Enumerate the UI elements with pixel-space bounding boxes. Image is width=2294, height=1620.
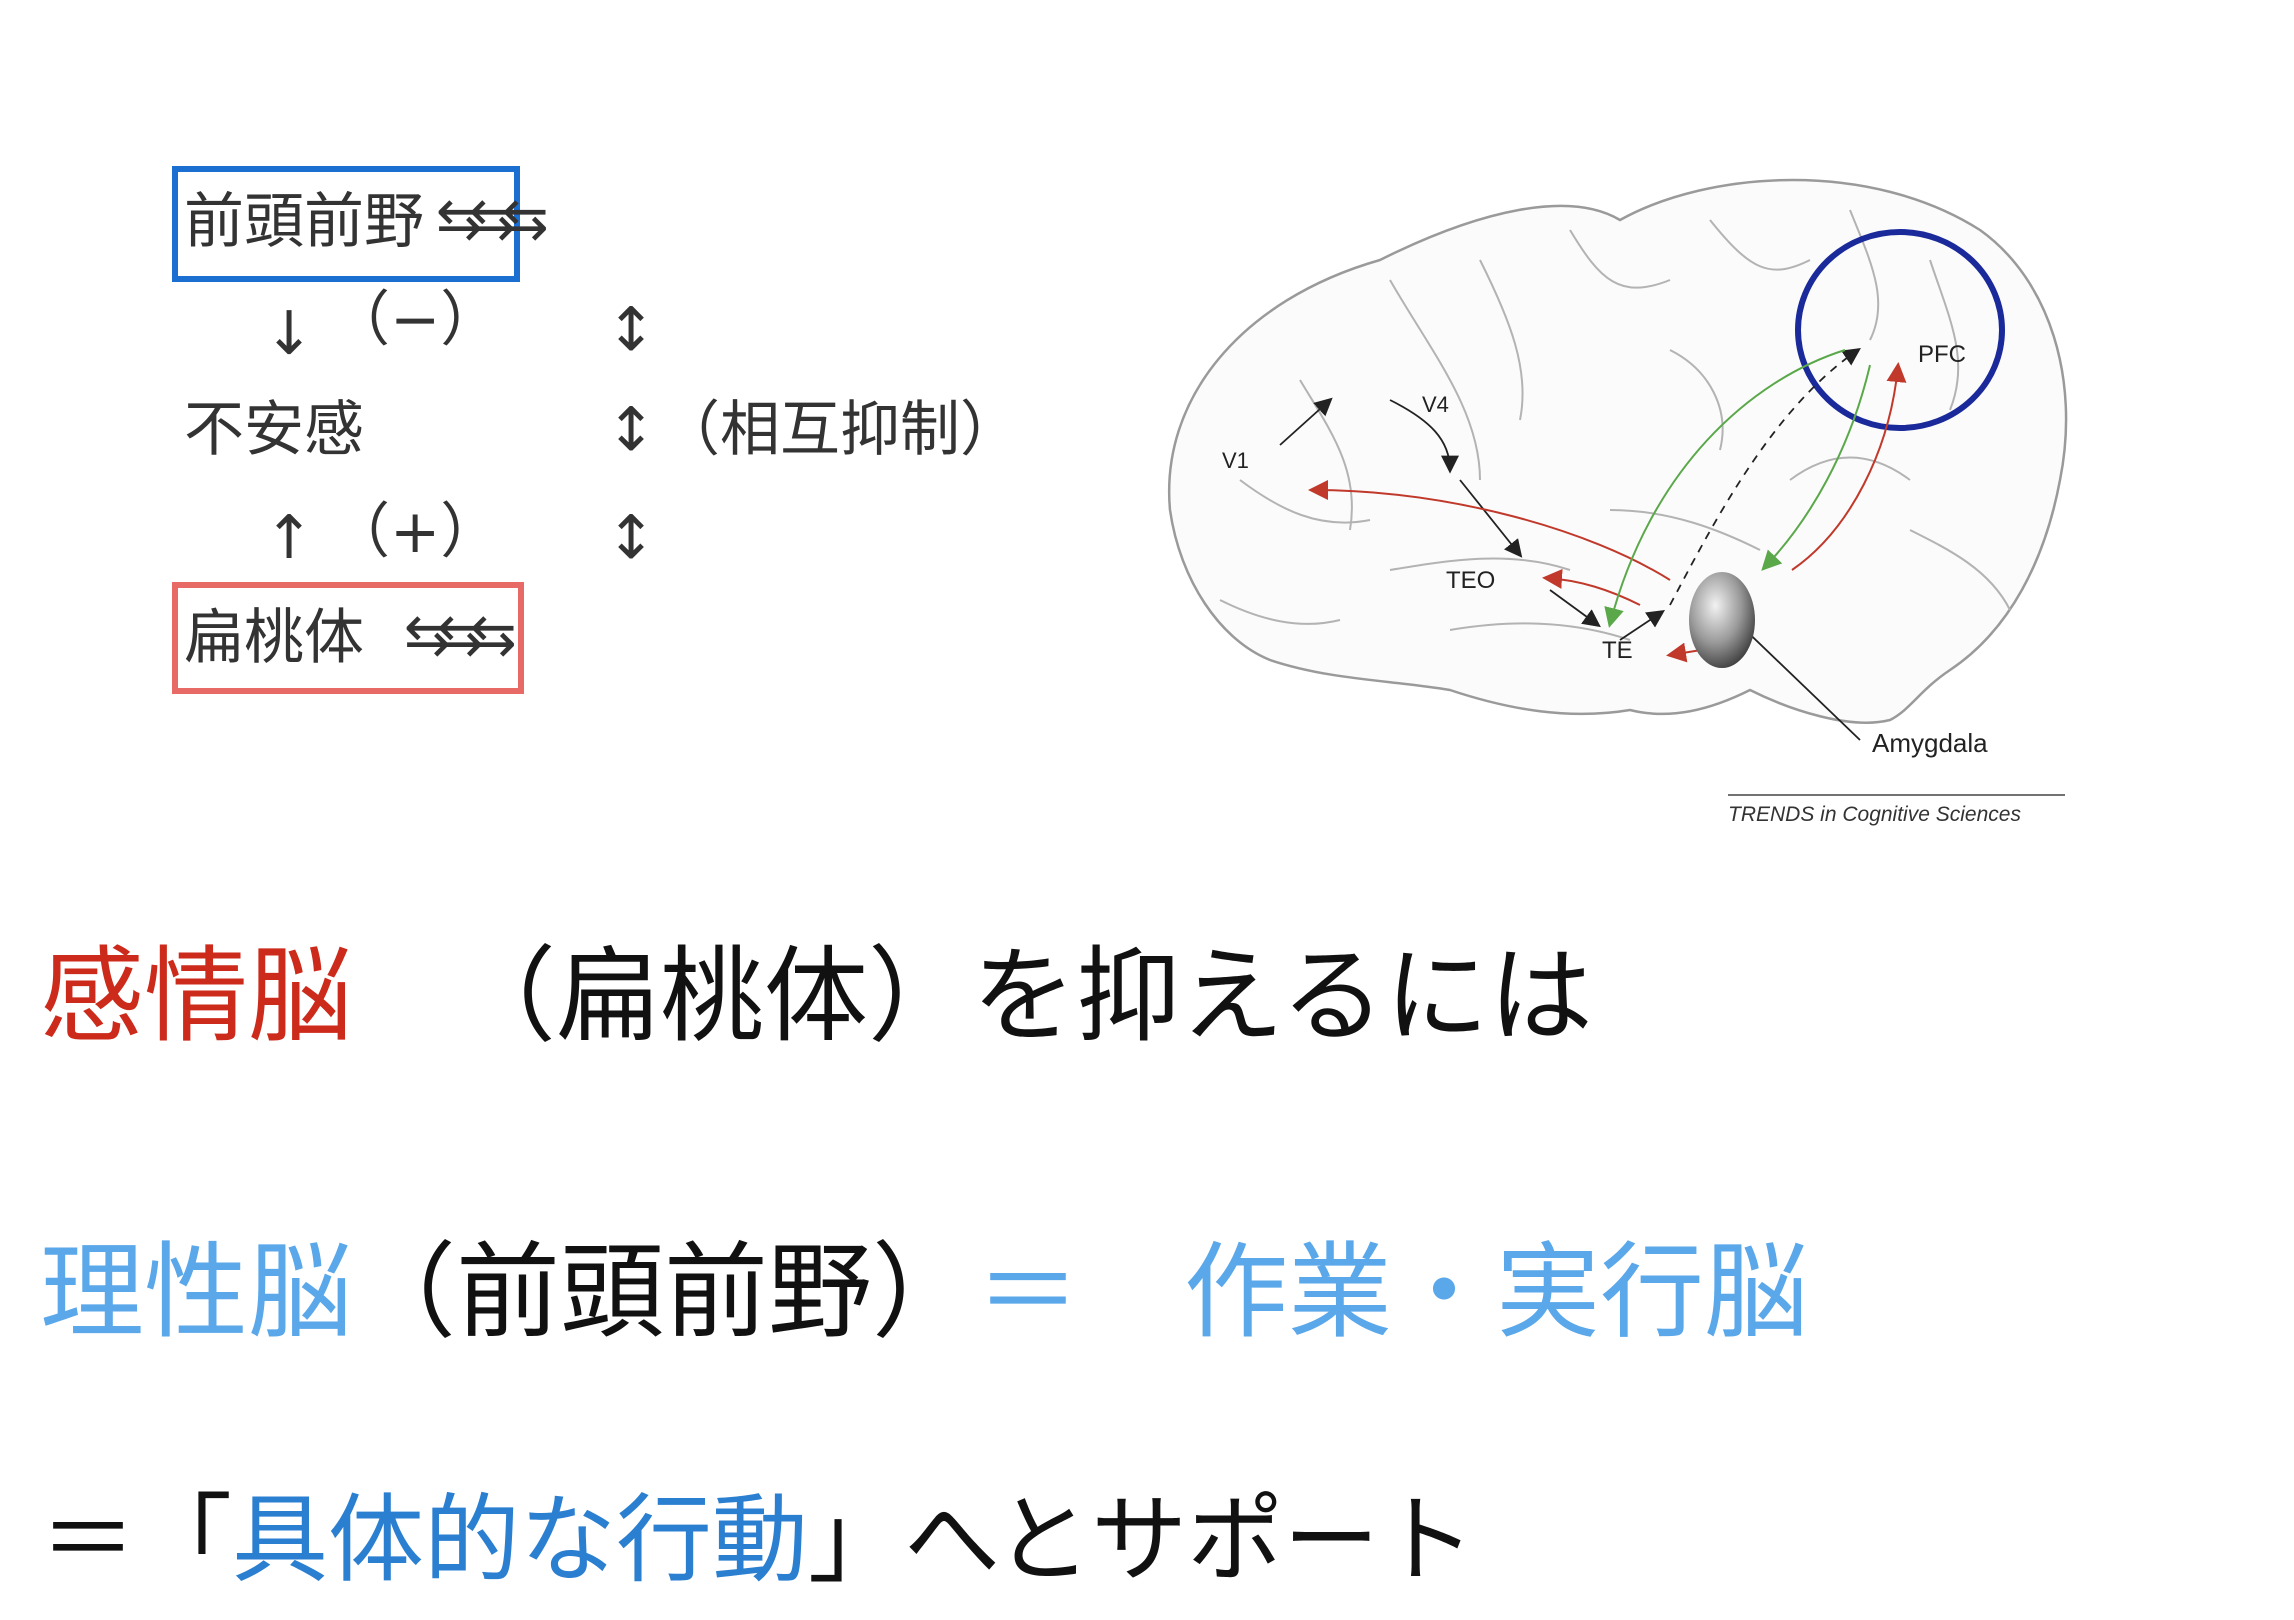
support-suffix: 」へとサポート [808, 1484, 1476, 1596]
mutual-arrow: ↕ [606, 395, 657, 465]
executive-brain-term: ＝ 作業・実行脳 [976, 1231, 1809, 1353]
pfc-label: 前頭前野 [184, 187, 424, 257]
amygdala-sphere [1689, 572, 1755, 668]
prefrontal-term: （前頭前野） [352, 1231, 977, 1353]
amygdala-label: 扁桃体 [184, 603, 364, 673]
te-label: TE [1602, 637, 1633, 664]
negative-sign: （−） [330, 285, 501, 355]
negative-arrow: ↓ [264, 299, 315, 369]
pfc-highlight-box [172, 166, 520, 282]
support-prefix: ＝「 [40, 1484, 232, 1596]
mutual-arrow: ↕ [606, 295, 657, 365]
pfc-arrows: ⇆⇆⇆ [436, 187, 549, 252]
headline-line-1: 感情脳（扁桃体）を抑えるには [40, 944, 1593, 1048]
amygdala-arrows: ⇆⇆⇆ [404, 603, 517, 668]
anxiety-label: 不安感 [184, 395, 364, 465]
mutual-inhibition-label: （相互抑制） [660, 395, 1020, 465]
positive-arrow: ↑ [264, 503, 315, 573]
v4-label: V4 [1422, 392, 1449, 417]
pfc-highlight-circle [1795, 229, 2005, 431]
brain-outline [1167, 178, 2068, 724]
amygdala-highlight-box [172, 582, 524, 694]
pfc-label: PFC [1918, 341, 1966, 368]
headline-line-3: ＝「具体的な行動」へとサポート [40, 1492, 1475, 1588]
reason-brain-term: 理性脳 [40, 1231, 353, 1353]
brain-figure: V1 V4 TEO TE PFC Amygdala TRENDS in Cogn… [1167, 178, 2068, 826]
concrete-action-term: 具体的な行動 [232, 1484, 808, 1596]
teo-label: TEO [1446, 567, 1495, 594]
emotion-brain-term: 感情脳 [40, 935, 353, 1057]
mutual-arrow: ↕ [606, 503, 657, 573]
positive-sign: （+） [330, 497, 501, 567]
headline-line-2: 理性脳（前頭前野）＝ 作業・実行脳 [40, 1240, 1808, 1344]
figure-credit: TRENDS in Cognitive Sciences [1728, 803, 2021, 826]
amygdala-label: Amygdala [1872, 728, 1988, 758]
amygdala-suppress-text: （扁桃体）を抑えるには [452, 935, 1593, 1057]
v1-label: V1 [1222, 448, 1249, 473]
